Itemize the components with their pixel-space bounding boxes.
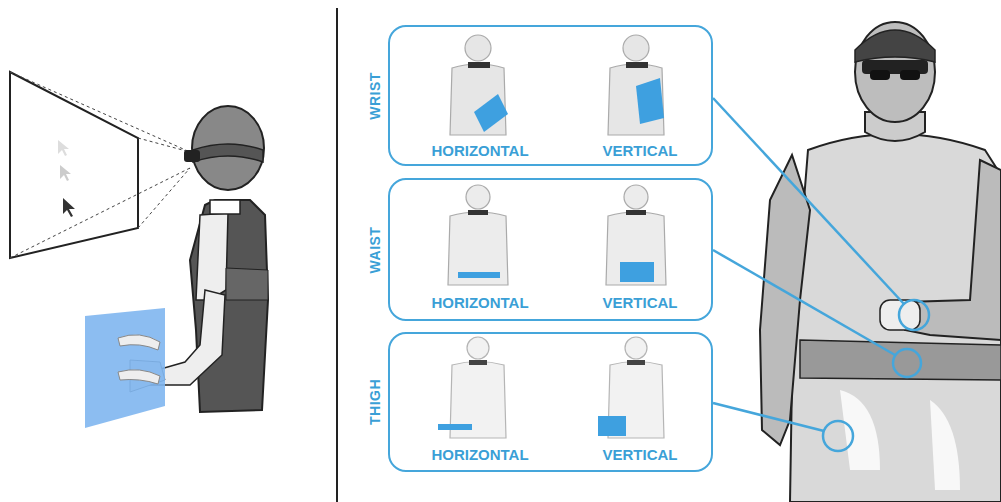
placement-panel: WRISTHORIZONTALVERTICAL [388,25,713,166]
orientation-label: VERTICAL [603,143,678,158]
panel-heading: WRIST [368,72,382,120]
orientation-label: VERTICAL [603,447,678,462]
panel-heading: WAIST [368,226,382,273]
orientation-label: VERTICAL [603,295,678,310]
placement-panel: THIGHHORIZONTALVERTICAL [388,332,713,472]
orientation-label: HORIZONTAL [431,447,528,462]
placement-panel: WAISTHORIZONTALVERTICAL [388,178,713,321]
orientation-label: HORIZONTAL [431,143,528,158]
orientation-label: HORIZONTAL [431,295,528,310]
panel-heading: THIGH [368,379,382,425]
